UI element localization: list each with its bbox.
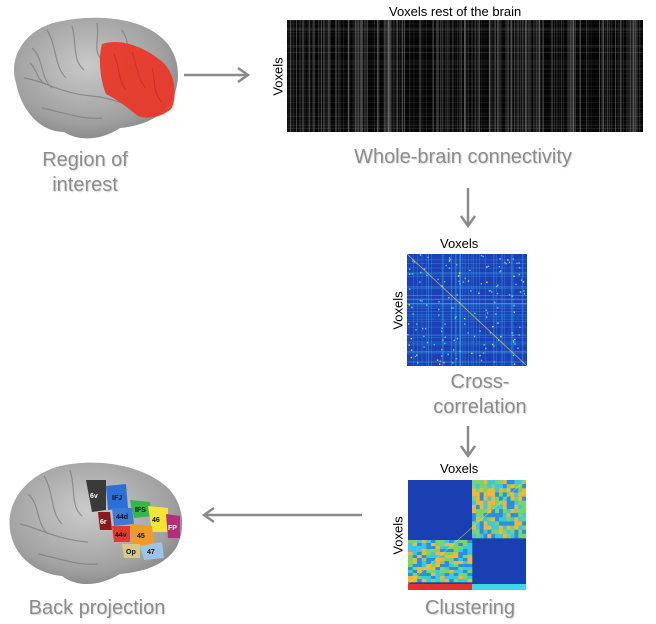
roi-label: Region of interest	[10, 148, 160, 198]
cross-correlation-matrix	[407, 254, 527, 366]
parcel-label: 6r	[100, 519, 107, 526]
parcel-label: FP	[168, 525, 177, 532]
clustering-top-axis-label: Voxels	[440, 461, 479, 476]
whole-brain-left-axis-label: Voxels	[270, 57, 286, 96]
parcel-label: 44v	[115, 532, 127, 539]
clustering-left-axis-label: Voxels	[390, 516, 406, 555]
whole-brain-label: Whole-brain connectivity	[354, 146, 572, 168]
parcel-label: Op	[126, 549, 136, 556]
parcel-label: 44d	[116, 514, 128, 521]
parcel-label: 46	[152, 517, 160, 524]
cross-correlation-label: Cross- correlation	[400, 370, 560, 420]
arrow-down-icon	[459, 186, 477, 230]
roi-region	[99, 41, 175, 118]
parcel-label: 45	[137, 533, 145, 540]
back-projection-brain-image: 6v IFJ 6r 44d IFS 46 44v 45 Op 47 FP	[2, 450, 187, 590]
roi-brain-image	[2, 8, 182, 143]
parcel-label: IFJ	[112, 495, 122, 502]
arrow-left-icon	[198, 506, 364, 524]
arrow-right-icon	[182, 66, 254, 84]
cross-correlation-left-axis-label: Voxels	[390, 291, 406, 330]
whole-brain-top-axis-label: Voxels rest of the brain	[389, 4, 522, 19]
clustering-matrix	[408, 480, 526, 590]
back-projection-label: Back projection	[28, 597, 166, 619]
clustering-label: Clustering	[424, 597, 516, 619]
cross-correlation-label-line1: Cross-	[450, 371, 510, 393]
parcel-label: 6v	[90, 493, 98, 500]
arrow-down-icon	[459, 424, 477, 460]
whole-brain-connectivity-matrix	[287, 20, 643, 132]
parcel-label: 47	[147, 549, 155, 556]
parcel-label: IFS	[135, 507, 146, 514]
cross-correlation-top-axis-label: Voxels	[440, 236, 479, 251]
cross-correlation-label-line2: correlation	[433, 396, 527, 418]
roi-label-line1: Region of	[42, 149, 128, 171]
roi-label-line2: interest	[52, 174, 118, 196]
